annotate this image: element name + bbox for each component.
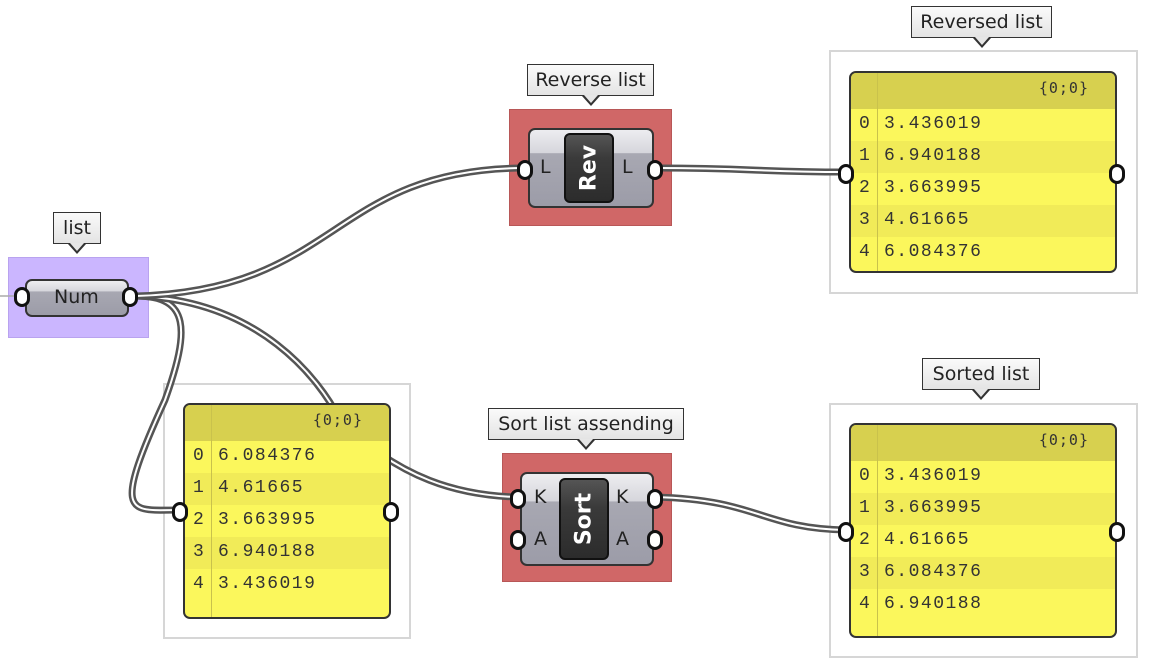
reversed-panel[interactable]: {0;0} 0 3.436019 1 6.940188 2 3.663995 3 4.6… <box>849 71 1117 273</box>
sort-component[interactable]: K A Sort K A <box>520 472 654 566</box>
sorted-label-bubble: Sorted list <box>922 358 1040 400</box>
wire-reverse-to-reversed-panel[interactable] <box>653 164 849 176</box>
input-panel-output-grip[interactable] <box>383 502 399 522</box>
sorted-panel-input-grip[interactable] <box>838 522 854 542</box>
panel-row: 4 6.084376 <box>851 237 1115 269</box>
num-label: Num <box>54 286 99 308</box>
panel-row: 2 4.61665 <box>851 525 1115 557</box>
row-value: 3.436019 <box>218 574 317 594</box>
row-index: 3 <box>193 542 206 562</box>
sorted-panel-path: {0;0} <box>1038 431 1089 449</box>
sort-output-k-grip[interactable] <box>647 489 663 509</box>
row-value: 6.940188 <box>884 146 983 166</box>
reverse-label-bubble: Reverse list <box>527 64 654 106</box>
row-index: 2 <box>193 510 206 530</box>
sort-output-a-grip[interactable] <box>647 530 663 550</box>
row-index: 1 <box>859 146 872 166</box>
reverse-core-label: Rev <box>576 144 602 192</box>
reversed-panel-path: {0;0} <box>1038 79 1089 97</box>
row-value: 3.663995 <box>218 510 317 530</box>
list-label-bubble: list <box>53 212 101 254</box>
sort-input-k-grip[interactable] <box>510 489 526 509</box>
reversed-panel-header: {0;0} <box>851 73 1115 109</box>
row-value: 4.61665 <box>884 210 971 230</box>
panel-row: 0 3.436019 <box>851 461 1115 493</box>
sorted-panel[interactable]: {0;0} 0 3.436019 1 3.663995 2 4.61665 3 6.08… <box>849 423 1117 638</box>
sort-input-a-label: A <box>534 528 547 550</box>
num-component[interactable]: Num <box>25 279 129 317</box>
sort-label-bubble: Sort list assending <box>488 408 684 450</box>
sort-core-label: Sort <box>571 492 597 546</box>
row-value: 4.61665 <box>884 530 971 550</box>
row-value: 6.084376 <box>884 242 983 262</box>
sort-input-k-label: K <box>534 486 547 508</box>
row-index: 4 <box>193 574 206 594</box>
sort-input-a-grip[interactable] <box>510 530 526 550</box>
row-value: 4.61665 <box>218 478 305 498</box>
row-value: 3.436019 <box>884 114 983 134</box>
panel-index-divider <box>877 425 878 636</box>
wire-num-to-input-panel[interactable] <box>128 292 185 514</box>
reverse-output-grip[interactable] <box>647 160 663 180</box>
reverse-component[interactable]: L Rev L <box>528 128 654 208</box>
panel-index-divider <box>211 405 212 617</box>
row-index: 4 <box>859 594 872 614</box>
reverse-core: Rev <box>564 133 614 203</box>
row-index: 4 <box>859 242 872 262</box>
sorted-panel-output-grip[interactable] <box>1109 522 1125 542</box>
reversed-panel-input-grip[interactable] <box>838 164 854 184</box>
row-value: 3.436019 <box>884 466 983 486</box>
panel-row: 1 6.940188 <box>851 141 1115 173</box>
row-index: 0 <box>859 466 872 486</box>
panel-row: 2 3.663995 <box>851 173 1115 205</box>
row-index: 3 <box>859 562 872 582</box>
wire-sort-to-sorted-panel[interactable] <box>651 493 849 534</box>
row-value: 6.940188 <box>884 594 983 614</box>
reversed-label-bubble: Reversed list <box>911 6 1052 48</box>
row-index: 1 <box>859 498 872 518</box>
row-index: 3 <box>859 210 872 230</box>
row-index: 1 <box>193 478 206 498</box>
panel-row: 1 4.61665 <box>185 473 389 505</box>
row-index: 0 <box>859 114 872 134</box>
panel-row: 3 6.940188 <box>185 537 389 569</box>
row-index: 0 <box>193 446 206 466</box>
panel-row: 2 3.663995 <box>185 505 389 537</box>
row-value: 3.663995 <box>884 178 983 198</box>
num-output-grip[interactable] <box>122 287 138 307</box>
reverse-input-label: L <box>540 156 551 178</box>
panel-row: 0 3.436019 <box>851 109 1115 141</box>
panel-index-divider <box>877 73 878 271</box>
row-value: 6.084376 <box>218 446 317 466</box>
reverse-input-grip[interactable] <box>517 160 533 180</box>
sorted-panel-header: {0;0} <box>851 425 1115 461</box>
input-panel-input-grip[interactable] <box>172 502 188 522</box>
wire-num-to-reverse[interactable] <box>132 164 526 300</box>
reverse-output-label: L <box>622 156 633 178</box>
sort-output-k-label: K <box>616 486 629 508</box>
row-value: 6.084376 <box>884 562 983 582</box>
input-panel-path: {0;0} <box>312 411 363 429</box>
row-value: 6.940188 <box>218 542 317 562</box>
panel-row: 4 6.940188 <box>851 589 1115 621</box>
panel-row: 1 3.663995 <box>851 493 1115 525</box>
panel-row: 0 6.084376 <box>185 441 389 473</box>
row-value: 3.663995 <box>884 498 983 518</box>
panel-row: 3 6.084376 <box>851 557 1115 589</box>
sort-output-a-label: A <box>616 528 629 550</box>
panel-row: 3 4.61665 <box>851 205 1115 237</box>
input-panel[interactable]: {0;0} 0 6.084376 1 4.61665 2 3.663995 3 6.94… <box>183 403 391 619</box>
num-input-grip[interactable] <box>14 287 30 307</box>
input-panel-header: {0;0} <box>185 405 389 441</box>
sort-core: Sort <box>559 478 609 560</box>
row-index: 2 <box>859 178 872 198</box>
row-index: 2 <box>859 530 872 550</box>
reversed-panel-output-grip[interactable] <box>1109 164 1125 184</box>
panel-row: 4 3.436019 <box>185 569 389 601</box>
